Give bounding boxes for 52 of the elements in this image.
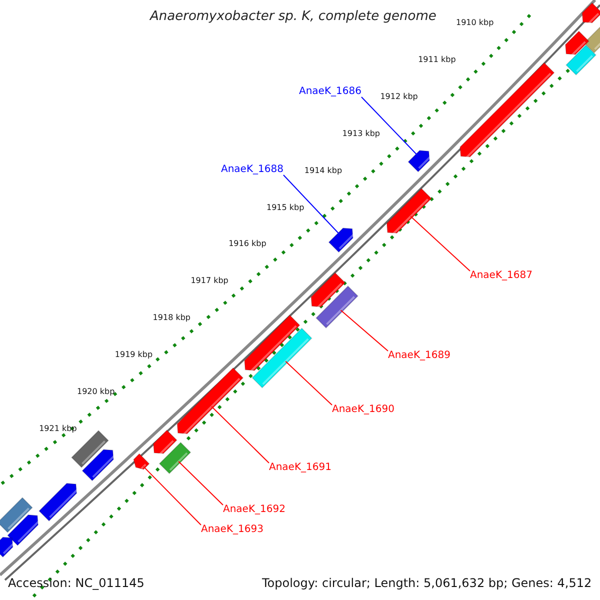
gene-segment [310,272,346,308]
gene-segment [386,188,432,235]
genome-stats-text: Topology: circular; Length: 5,061,632 bp; Genes: 4,512 [262,577,592,589]
leader-line [211,406,270,464]
leader-line [340,310,388,352]
gene-segment [584,26,600,54]
gene-segment [82,449,115,482]
gene-label: AnaeK_1691 [269,463,332,473]
gene-segment [6,514,40,546]
scale-label: 1920 kbp [77,388,115,396]
leader-line [282,174,340,235]
gene-segment [315,285,359,329]
gene-segment [582,2,600,24]
gene-label: AnaeK_1692 [223,505,286,515]
gene-label: AnaeK_1693 [201,525,264,535]
scale-label: 1921 kbp [39,424,77,433]
scale-label: 1912 kbp [380,92,418,101]
scale-label: 1911 kbp [418,56,456,64]
gene-segment [152,430,178,455]
leader-line [143,466,202,526]
gene-segment [564,30,590,56]
scale-label: 1914 kbp [304,166,342,175]
gene-segment [244,314,300,372]
gene-segment [158,442,192,474]
scale-label: 1917 kbp [190,277,228,286]
gene-segment [0,536,14,558]
gene-label: AnaeK_1688 [221,165,284,175]
scale-label: 1918 kbp [152,314,190,322]
gene-segment [408,150,431,172]
gene-segment [328,228,354,253]
gene-segment [565,44,597,76]
gene-label: AnaeK_1690 [332,405,394,415]
gene-label: AnaeK_1686 [299,87,362,97]
leader-line [360,96,418,156]
scale-label: 1913 kbp [342,130,380,138]
gene-segment [133,453,150,470]
leader-line [285,360,332,406]
scale-label: 1910 kbp [456,19,494,27]
gene-segment [252,328,312,388]
gene-label: AnaeK_1689 [388,351,450,361]
scale-label: 1919 kbp [114,351,153,360]
scale-label: 1916 kbp [228,240,266,248]
gene-segment [176,367,244,436]
gene-segment [38,482,78,522]
gene-segment [460,62,555,158]
leader-line [178,461,224,506]
scale-label: 1915 kbp [266,204,304,212]
title: Anaeromyxobacter sp. K, complete genome [150,10,436,23]
accession-text: Accession: NC_011145 [8,577,144,589]
gene-label: AnaeK_1687 [470,271,532,281]
gene-segment [0,496,34,534]
leader-line [410,216,470,272]
